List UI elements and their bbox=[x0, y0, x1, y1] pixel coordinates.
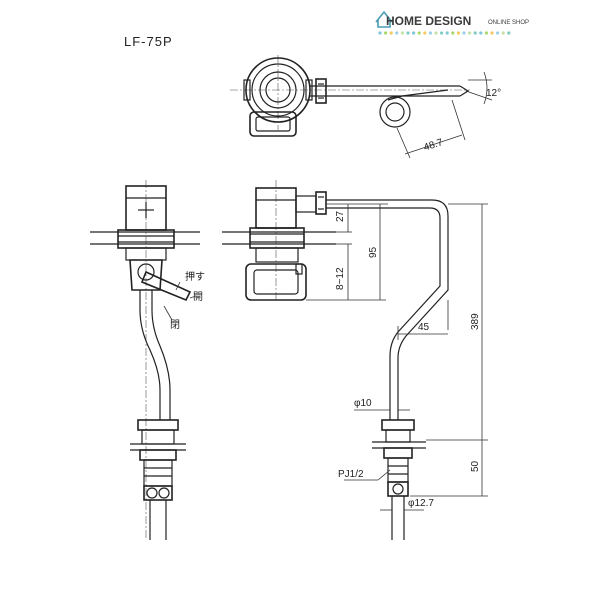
front-view: 27 95 8~12 bbox=[222, 180, 388, 301]
label-close: 閉 bbox=[170, 319, 180, 331]
front-view-clamp bbox=[315, 191, 327, 215]
logo-dot bbox=[484, 31, 488, 35]
house-icon bbox=[375, 10, 393, 28]
logo-tagline: ONLINE SHOP bbox=[488, 20, 529, 26]
logo-name: HOME DESIGN bbox=[386, 14, 471, 28]
left-side-view: 押す 開 閉 bbox=[90, 180, 205, 540]
logo-dot bbox=[451, 31, 455, 35]
dim-8-12: 8~12 bbox=[335, 267, 346, 290]
spout-pipe: 389 45 φ10 bbox=[326, 199, 488, 440]
top-view-lever bbox=[249, 111, 297, 137]
left-view-lever bbox=[140, 270, 192, 302]
logo: HOME DESIGN ONLINE SHOP bbox=[375, 10, 529, 35]
dim-d12-7: φ12.7 bbox=[408, 498, 434, 509]
logo-dot bbox=[428, 31, 432, 35]
logo-dots bbox=[378, 31, 511, 35]
dim-389: 389 bbox=[470, 313, 481, 330]
logo-dot bbox=[445, 31, 449, 35]
left-view-pipe bbox=[139, 290, 161, 420]
top-view: 12° 48.7 bbox=[230, 55, 501, 159]
top-view-spout bbox=[379, 96, 411, 128]
logo-dot bbox=[507, 31, 511, 35]
logo-dot bbox=[456, 31, 460, 35]
label-open: 開 bbox=[193, 291, 203, 303]
logo-dot bbox=[434, 31, 438, 35]
logo-dot bbox=[501, 31, 505, 35]
logo-dot bbox=[378, 31, 382, 35]
logo-dot bbox=[490, 31, 494, 35]
logo-dot bbox=[468, 31, 472, 35]
label-push: 押す bbox=[185, 270, 205, 283]
logo-dot bbox=[417, 31, 421, 35]
logo-dot bbox=[440, 31, 444, 35]
dim-angle: 12° bbox=[486, 88, 501, 99]
left-view-nut bbox=[137, 419, 179, 431]
front-view-flange bbox=[249, 227, 305, 249]
logo-dot bbox=[423, 31, 427, 35]
logo-dot bbox=[496, 31, 500, 35]
logo-dot bbox=[479, 31, 483, 35]
dim-95: 95 bbox=[368, 246, 379, 258]
dim-48-7: 48.7 bbox=[422, 137, 444, 154]
front-view-lever bbox=[245, 263, 307, 301]
top-view-clamp bbox=[315, 78, 327, 104]
front-lower-connector: 50 PJ1/2 φ12.7 bbox=[338, 419, 488, 540]
logo-dot bbox=[389, 31, 393, 35]
top-view-body bbox=[245, 57, 311, 123]
logo-dot bbox=[395, 31, 399, 35]
logo-dot bbox=[384, 31, 388, 35]
logo-dot bbox=[400, 31, 404, 35]
model-title: LF-75P bbox=[124, 34, 173, 49]
logo-dot bbox=[473, 31, 477, 35]
logo-dot bbox=[406, 31, 410, 35]
dim-thread: PJ1/2 bbox=[338, 469, 364, 480]
dim-27: 27 bbox=[335, 210, 346, 222]
logo-dot bbox=[462, 31, 466, 35]
logo-dot bbox=[412, 31, 416, 35]
dim-45: 45 bbox=[418, 322, 430, 333]
dim-d10: φ10 bbox=[354, 398, 372, 409]
dim-50: 50 bbox=[470, 460, 481, 472]
